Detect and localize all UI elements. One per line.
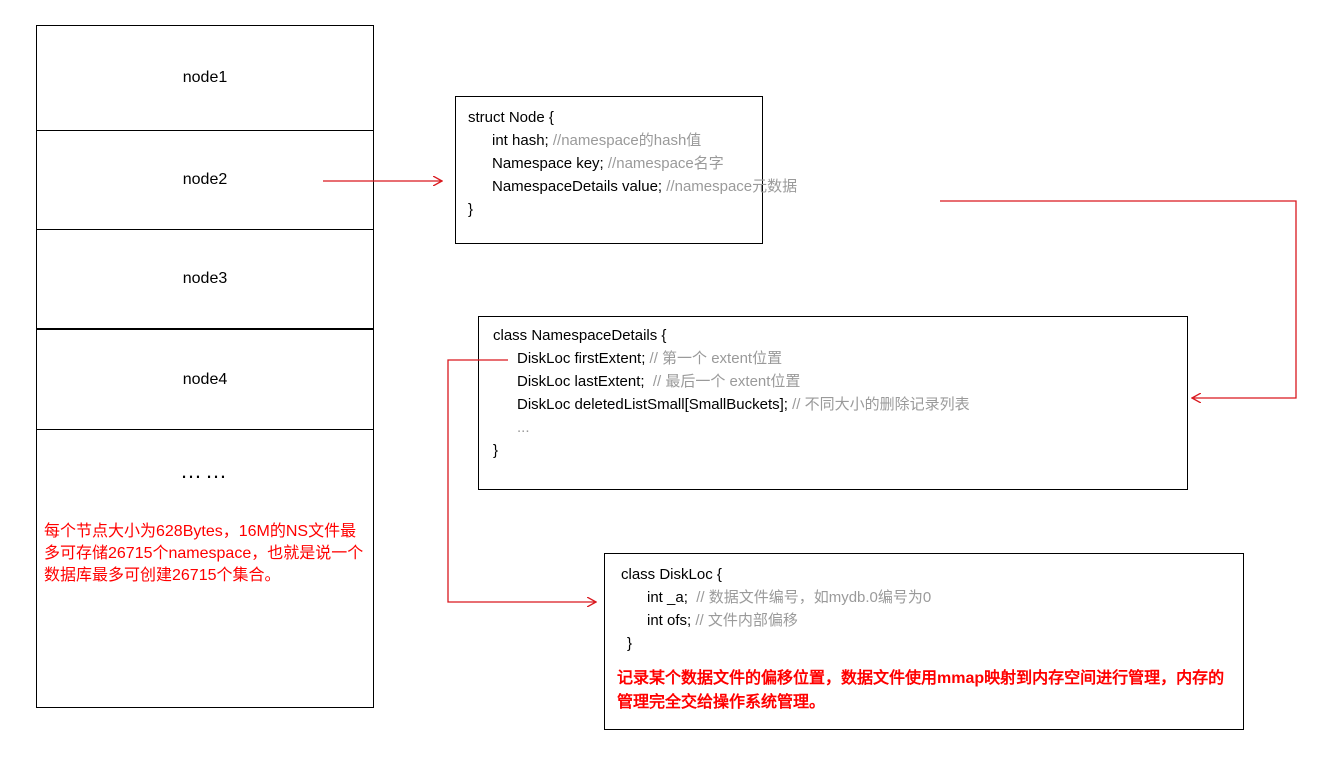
namespace-node-table: node1 node2 node3 node4 …… 每个节点大小为628Byt…	[36, 25, 374, 708]
details-field-last-extent: DiskLoc lastExtent; // 最后一个 extent位置	[493, 370, 1187, 393]
node-cell-4: node4	[37, 330, 373, 430]
struct-header: struct Node {	[468, 109, 554, 126]
node-label: node1	[182, 69, 228, 86]
arrow-firstextent-to-diskloc	[447, 359, 596, 602]
arrow-value-to-details	[940, 200, 1297, 398]
field-comment: // 不同大小的删除记录列表	[792, 396, 970, 413]
field-comment: // 第一个 extent位置	[649, 350, 783, 367]
field-comment: // 数据文件编号，如mydb.0编号为0	[696, 589, 932, 606]
struct-field-value: NamespaceDetails value; //namespace元数据	[468, 175, 797, 198]
struct-field-hash: int hash; //namespace的hash值	[468, 129, 762, 152]
diskloc-field-ofs: int ofs; // 文件内部偏移	[621, 609, 1243, 632]
field-comment: //namespace的hash值	[552, 132, 702, 149]
details-header: class NamespaceDetails {	[493, 327, 667, 344]
field-code: DiskLoc firstExtent;	[517, 350, 650, 367]
field-code: int _a;	[647, 589, 697, 606]
field-code: int hash;	[492, 132, 553, 149]
details-field-deleted-list: DiskLoc deletedListSmall[SmallBuckets]; …	[493, 393, 1187, 416]
diskloc-header: class DiskLoc {	[621, 566, 722, 583]
node-label: node4	[182, 370, 228, 388]
field-comment: //namespace元数据	[666, 178, 798, 195]
diskloc-note: 记录某个数据文件的偏移位置，数据文件使用mmap映射到内存空间进行管理，内存的管…	[617, 670, 1225, 711]
struct-node-box: struct Node { int hash; //namespace的hash…	[455, 96, 797, 244]
node-ellipsis: ……	[180, 458, 230, 483]
node-label: node2	[182, 171, 228, 188]
node-cell-3: node3	[37, 230, 373, 330]
field-comment: ...	[517, 419, 530, 436]
field-code: Namespace key;	[492, 155, 608, 172]
field-comment: // 文件内部偏移	[695, 612, 798, 629]
field-comment: //namespace名字	[607, 155, 724, 172]
node-cell-1: node1	[37, 26, 373, 131]
struct-field-key: Namespace key; //namespace名字	[468, 152, 762, 175]
diskloc-footer: }	[627, 635, 633, 652]
node-size-note: 每个节点大小为628Bytes，16M的NS文件最多可存储26715个names…	[44, 523, 364, 584]
field-code: DiskLoc lastExtent;	[517, 373, 653, 390]
node-label: node3	[182, 270, 228, 287]
details-ellipsis: ...	[493, 416, 1187, 439]
disk-loc-box: class DiskLoc { int _a; // 数据文件编号，如mydb.…	[604, 553, 1244, 730]
field-comment: // 最后一个 extent位置	[652, 373, 801, 390]
field-code: DiskLoc deletedListSmall[SmallBuckets];	[517, 396, 793, 413]
struct-footer: }	[468, 201, 474, 218]
details-field-first-extent: DiskLoc firstExtent; // 第一个 extent位置	[493, 347, 1187, 370]
diskloc-field-a: int _a; // 数据文件编号，如mydb.0编号为0	[621, 586, 1243, 609]
node-cell-2: node2	[37, 131, 373, 230]
field-code: int ofs;	[647, 612, 696, 629]
details-footer: }	[493, 442, 499, 459]
namespace-details-box: class NamespaceDetails { DiskLoc firstEx…	[478, 316, 1188, 490]
field-code: NamespaceDetails value;	[492, 178, 667, 195]
